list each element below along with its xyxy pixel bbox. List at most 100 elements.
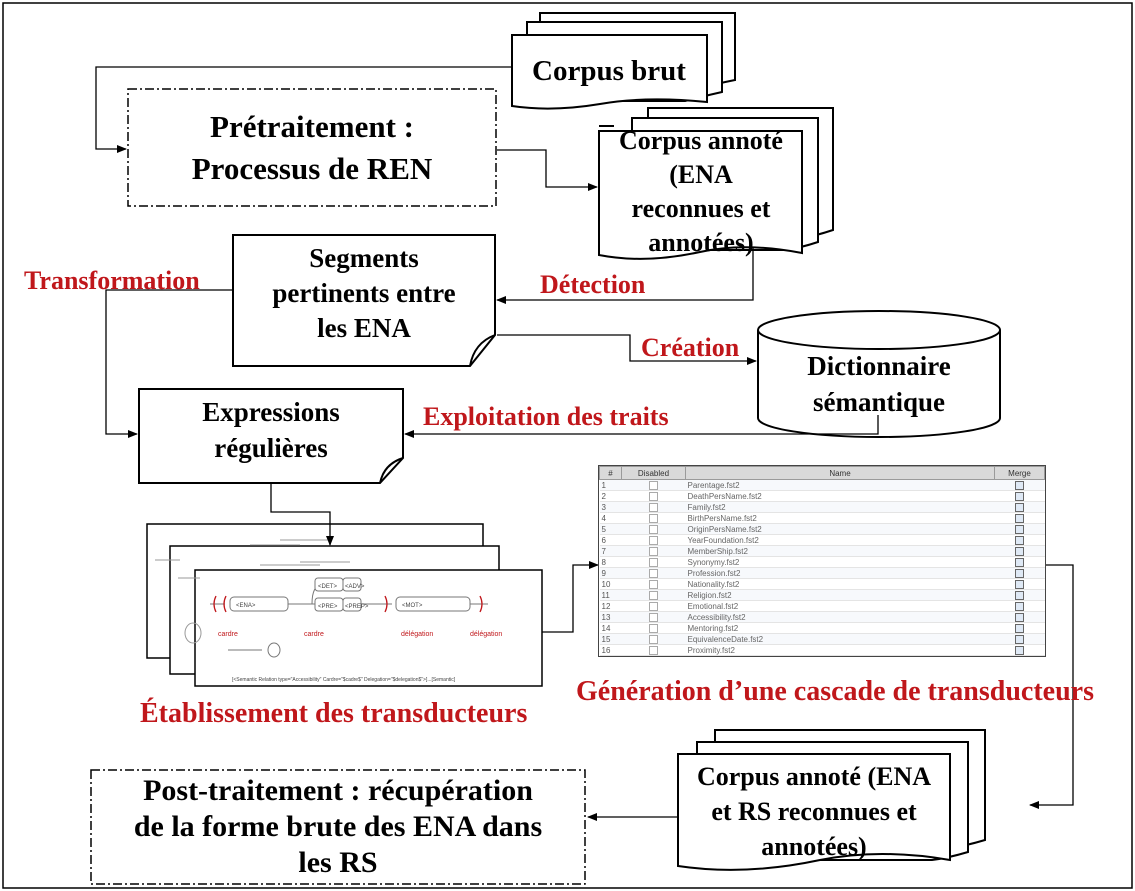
- merge-checkbox-cell: [994, 545, 1045, 557]
- graph-caption-2: cardre: [304, 631, 324, 638]
- disabled-checkbox[interactable]: [649, 568, 658, 578]
- table-row[interactable]: 17PoliticalDate.fst2: [599, 655, 1045, 656]
- row-index: 6: [599, 534, 622, 546]
- disabled-checkbox-cell: [621, 545, 686, 557]
- col-header-disabled: Disabled: [621, 466, 686, 480]
- merge-checkbox[interactable]: [1015, 524, 1024, 534]
- disabled-checkbox[interactable]: [649, 524, 658, 534]
- row-index: 14: [599, 622, 622, 634]
- post-traitement-line-3: les RS: [298, 846, 378, 879]
- transducer-name: OriginPersName.fst2: [685, 523, 995, 535]
- merge-checkbox[interactable]: [1015, 535, 1024, 545]
- transducer-name: PoliticalDate.fst2: [685, 655, 995, 656]
- merge-checkbox[interactable]: [1015, 645, 1024, 655]
- row-index: 4: [599, 512, 622, 524]
- merge-checkbox[interactable]: [1015, 557, 1024, 567]
- corpus-annote-1-label: Corpus annoté (ENA reconnues et annotées…: [599, 126, 803, 257]
- merge-checkbox[interactable]: [1015, 590, 1024, 600]
- merge-checkbox-cell: [994, 479, 1045, 491]
- disabled-checkbox-cell: [621, 523, 686, 535]
- transducer-name: BirthPersName.fst2: [685, 512, 995, 524]
- disabled-checkbox[interactable]: [649, 612, 658, 622]
- transducer-name: Accessibility.fst2: [685, 611, 995, 623]
- disabled-checkbox-cell: [621, 534, 686, 546]
- creation-label: Création: [641, 333, 740, 362]
- merge-checkbox[interactable]: [1015, 634, 1024, 644]
- merge-checkbox[interactable]: [1015, 480, 1024, 490]
- disabled-checkbox[interactable]: [649, 623, 658, 633]
- graph-node-2: <DET>: [318, 584, 338, 590]
- detection-label: Détection: [540, 270, 646, 299]
- merge-checkbox[interactable]: [1015, 579, 1024, 589]
- graph-caption-4: délégation: [470, 631, 502, 638]
- graph-node-3: <PRE>: [318, 604, 338, 610]
- etablissement-label: Établissement des transducteurs: [140, 698, 528, 729]
- dictionnaire-shape: [757, 310, 1001, 438]
- merge-checkbox[interactable]: [1015, 568, 1024, 578]
- graph-node-1: <ENA>: [236, 603, 256, 609]
- transducer-name: Emotional.fst2: [685, 600, 995, 612]
- merge-checkbox[interactable]: [1015, 491, 1024, 501]
- transducer-name: Profession.fst2: [685, 567, 995, 579]
- merge-checkbox[interactable]: [1015, 601, 1024, 611]
- disabled-checkbox-cell: [621, 589, 686, 601]
- pretraitement-box: [127, 88, 497, 207]
- corpus-annote-1-line-1: Corpus annoté (ENA: [619, 126, 783, 189]
- segments-shape: [232, 234, 496, 367]
- merge-checkbox-cell: [994, 556, 1045, 568]
- corpus-annote-2-line-1: Corpus annoté (ENA: [696, 761, 932, 791]
- post-traitement-line-2: de la forme brute des ENA dans: [133, 810, 543, 843]
- table-row[interactable]: 4 BirthPersName.fst2: [599, 512, 1045, 524]
- corpus-annote-1-shape: [598, 107, 834, 260]
- disabled-checkbox[interactable]: [649, 513, 658, 523]
- merge-checkbox[interactable]: [1015, 623, 1024, 633]
- merge-checkbox-cell: [994, 567, 1045, 579]
- merge-checkbox[interactable]: [1015, 546, 1024, 556]
- disabled-checkbox[interactable]: [649, 546, 658, 556]
- disabled-checkbox[interactable]: [649, 535, 658, 545]
- row-index: 13: [599, 611, 622, 623]
- disabled-checkbox-cell: [621, 655, 686, 656]
- merge-checkbox-cell: [994, 534, 1045, 546]
- merge-checkbox[interactable]: [1015, 502, 1024, 512]
- row-index: 8: [599, 556, 622, 568]
- disabled-checkbox[interactable]: [649, 601, 658, 611]
- merge-checkbox[interactable]: [1015, 513, 1024, 523]
- row-index: 16: [599, 644, 622, 656]
- disabled-checkbox[interactable]: [649, 645, 658, 655]
- graph-node-5: <PREP>: [345, 604, 369, 610]
- col-header-index: #: [599, 466, 622, 480]
- dictionnaire-line-1: Dictionnaire: [807, 351, 951, 381]
- row-index: 11: [599, 589, 622, 601]
- edge-transformation: [105, 289, 232, 438]
- pretraitement-line-2: Processus de REN: [191, 151, 433, 186]
- disabled-checkbox[interactable]: [649, 491, 658, 501]
- exploitation-label: Exploitation des traits: [423, 402, 669, 431]
- disabled-checkbox[interactable]: [649, 634, 658, 644]
- table-row[interactable]: 13 Accessibility.fst2: [599, 611, 1045, 623]
- disabled-checkbox[interactable]: [649, 480, 658, 490]
- disabled-checkbox[interactable]: [649, 579, 658, 589]
- disabled-checkbox[interactable]: [649, 557, 658, 567]
- disabled-checkbox[interactable]: [649, 590, 658, 600]
- disabled-checkbox-cell: [621, 490, 686, 502]
- corpus-annote-1-line-2: reconnues et: [631, 194, 771, 223]
- merge-checkbox[interactable]: [1015, 612, 1024, 622]
- disabled-checkbox[interactable]: [649, 502, 658, 512]
- corpus-brut-text: Corpus brut: [532, 54, 686, 87]
